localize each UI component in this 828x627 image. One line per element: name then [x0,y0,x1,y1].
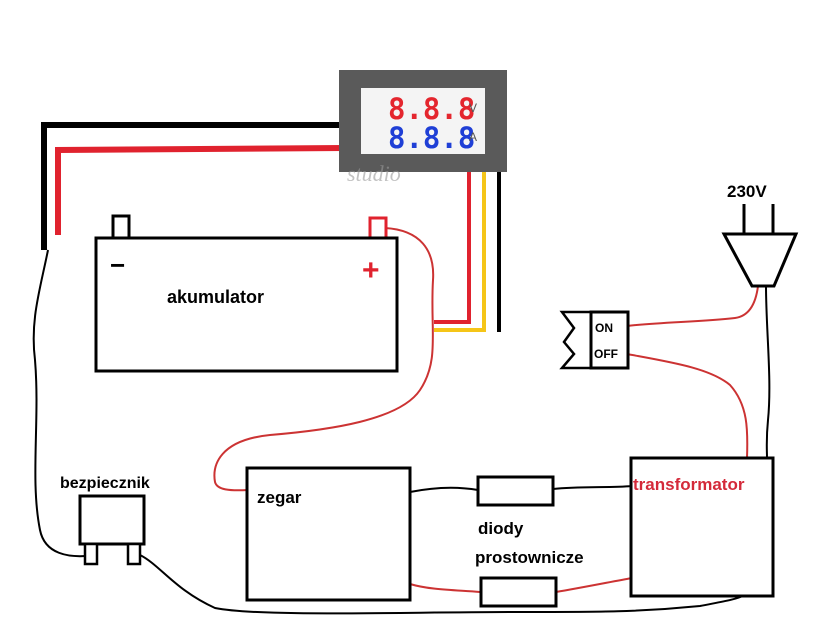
rectifier-diodes: diody prostownicze [475,475,584,608]
plug-body [721,232,799,288]
battery-plus-sign: + [362,254,380,287]
fuse: bezpiecznik [60,475,150,566]
plug-voltage-label: 230V [727,182,767,201]
meter-watermark: studio [347,161,401,186]
battery-plus-terminal [368,216,388,240]
switch-body [589,310,630,370]
meter-volt-unit: V [469,101,477,115]
wire-thick-black-meter-to-minus [41,122,344,250]
wire-plug-to-transformer [765,285,771,459]
switch-lever [559,310,594,370]
switch-on-label: ON [595,321,613,335]
meter-amp-unit: A [469,130,477,144]
battery: − + akumulator [94,214,399,373]
diodes-label-line1: diody [478,519,524,538]
wire-plus-to-timer [213,227,435,492]
wire-fuse-to-transformer-bottom [139,554,746,615]
battery-body [94,236,399,373]
transformer: transformator [629,456,775,598]
timer-body [245,466,412,602]
wire-diode2-to-transformer [555,577,633,593]
battery-label: akumulator [167,287,264,307]
wire-minus-to-fuse [32,249,87,558]
wire-meter-red-down [434,172,471,324]
diode-lower [479,576,558,608]
fuse-left-pin [83,542,99,566]
wire-meter-yellow-down [434,172,486,332]
diode-upper [476,475,555,507]
transformer-body [629,456,775,598]
on-off-switch: ON OFF [559,310,630,370]
wire-timer-to-diode1 [409,486,479,493]
mains-plug: 230V [721,182,799,288]
meter-voltage-readout: 8.8.8 [388,92,475,126]
switch-off-label: OFF [594,347,618,361]
transformer-label: transformator [633,475,745,494]
battery-minus-terminal [111,214,131,240]
wire-switch-to-transformer [626,353,749,459]
volt-amp-meter: 8.8.8 8.8.8 V A studio [339,70,507,186]
fuse-label: bezpiecznik [60,475,150,492]
diodes-label-line2: prostownicze [475,548,584,567]
battery-minus-sign: − [110,250,125,280]
timer-label: zegar [257,488,302,507]
fuse-right-pin [126,542,142,566]
wire-switch-to-plug [626,285,759,327]
fuse-body [78,494,146,546]
wire-thick-red-meter [55,145,345,235]
meter-current-readout: 8.8.8 [388,121,475,155]
wire-diode1-to-transformer [552,485,633,490]
timer: zegar [245,466,412,602]
wire-timer-to-diode2 [409,583,481,593]
